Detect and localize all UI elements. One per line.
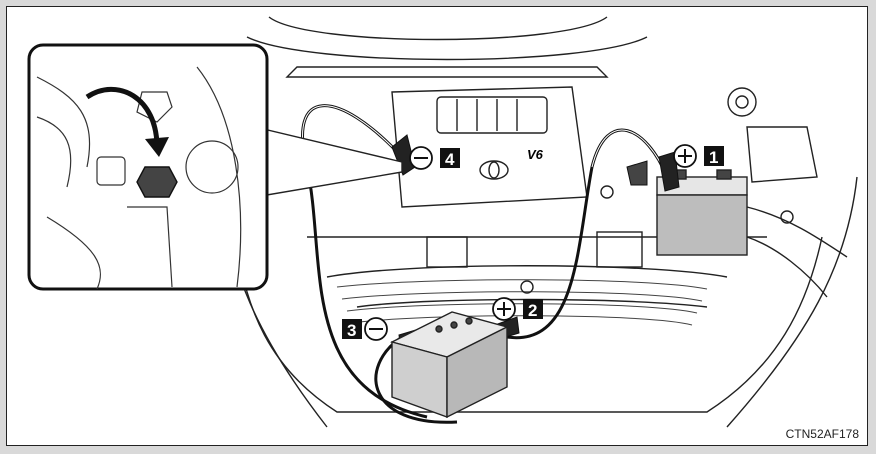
- vehicle-battery: [656, 169, 748, 256]
- step-number-box: [523, 299, 543, 319]
- ground-bolt-icon: [136, 166, 178, 198]
- figure-reference-code: CTN52AF178: [785, 427, 859, 441]
- car-front-outline: [221, 16, 858, 428]
- figure-frame: V6: [6, 6, 868, 446]
- step-label-4: 4: [409, 146, 460, 170]
- step-number-box: [342, 319, 362, 339]
- step-label-3: 3: [342, 317, 388, 341]
- brand-emblem-icon: [479, 160, 509, 180]
- step-label-2: 2: [492, 297, 543, 321]
- step-number: 2: [528, 301, 537, 320]
- inset-detail: [27, 43, 403, 291]
- step-label-1: 1: [673, 144, 724, 168]
- engine-bay-illustration: V6: [27, 16, 858, 428]
- step-number: 3: [347, 321, 356, 340]
- engine-badge: V6: [527, 147, 544, 162]
- step-number: 4: [445, 150, 455, 169]
- step-number: 1: [709, 148, 718, 167]
- step-number-box: [440, 148, 460, 168]
- booster-battery: [390, 311, 509, 419]
- engine-components: [426, 87, 818, 294]
- pointer-arrow-icon: [85, 86, 160, 148]
- step-number-box: [704, 146, 724, 166]
